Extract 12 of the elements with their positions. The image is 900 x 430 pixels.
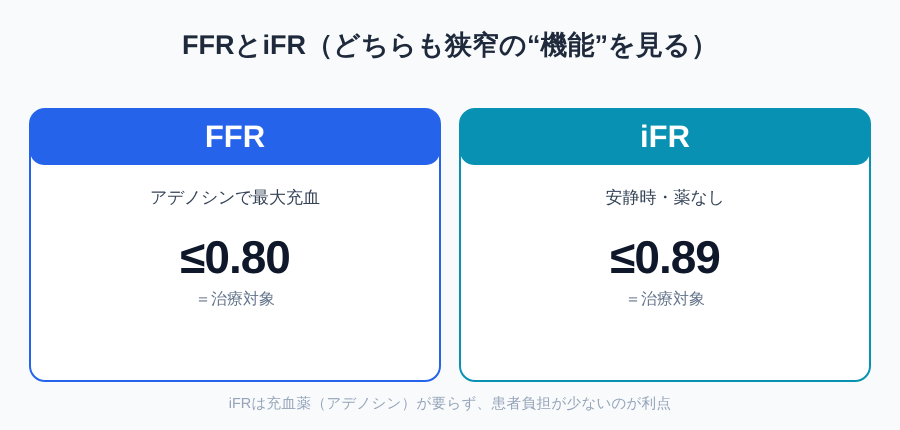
threshold-value: ≤0.89 [610,231,720,283]
footnote: iFRは充血薬（アデノシン）が要らず、患者負担が少ないのが利点 [228,394,672,414]
diagram-title: FFRとiFR（どちらも狭窄の“機能”を見る） [182,29,718,62]
card-header: FFR [30,109,440,165]
condition-text: アデノシンで最大充血 [150,187,320,209]
comparison-card [29,108,441,382]
treatment-note: ＝治療対象 [625,290,705,310]
card-header: iFR [460,109,870,165]
condition-text: 安静時・薬なし [606,187,724,209]
treatment-note: ＝治療対象 [195,290,275,310]
threshold-value: ≤0.80 [180,231,290,283]
comparison-card [459,108,871,382]
